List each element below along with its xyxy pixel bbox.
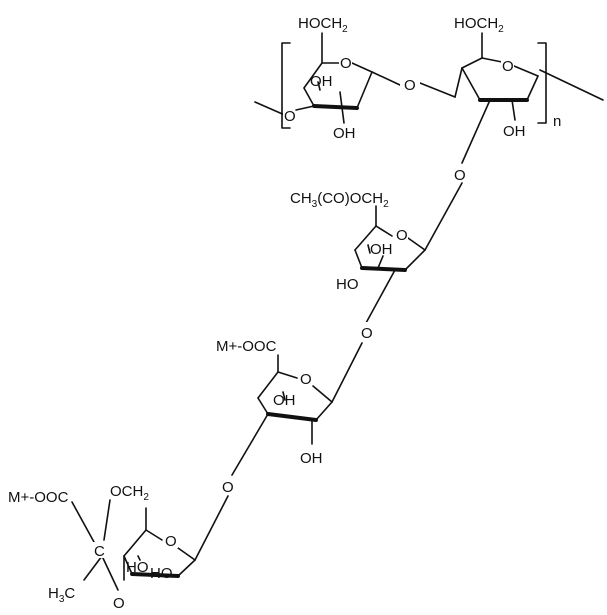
glucose-ring-2 [461,32,539,164]
uronic-acid-ring-4 [231,342,363,476]
label-acetal-carbon: C [94,543,105,560]
terminal-bond-right [539,69,604,101]
label-link-o-4: O [222,479,234,496]
label-oh-ring1-b: OH [333,125,356,142]
right-bracket [537,42,547,124]
link-bond-1a [371,71,401,86]
label-ho-ring5-b: HO [150,565,173,582]
label-och2: OCH2 [110,483,149,503]
label-hoch2-ring2: HOCH2 [454,15,504,35]
label-hoch2-ring1: HOCH2 [298,15,348,35]
label-h3c: H3C [48,585,75,605]
label-link-o-3: O [361,325,373,342]
label-link-o-2: O [454,167,466,184]
label-carboxylate-ring5: M+-OOC [8,489,69,506]
label-repeat-n: n [553,113,561,130]
glucose-ring-1 [295,32,373,124]
label-ring-o-3: O [396,227,408,244]
label-oh-ring4-a: OH [273,392,296,409]
link-bond-1b [419,82,456,98]
label-acetyl-ch2: CH3(CO)OCH2 [290,190,389,210]
terminal-bond-left [254,101,288,117]
label-oh-ring4-b: OH [300,450,323,467]
label-ho-ring5-a: HO [126,559,149,576]
label-oh-ring2: OH [503,123,526,140]
link-bond-1c [454,67,463,98]
label-ring-o-1: O [340,55,352,72]
label-ring-o-4: O [300,371,312,388]
label-oh-ring1-a: OH [310,73,333,90]
label-link-o-1: O [404,77,416,94]
pyruvylated-ring-5 [71,495,229,591]
label-acetal-o: O [113,595,125,612]
label-oh-ring3: OH [370,241,393,258]
label-ho-ring3: HO [336,276,359,293]
label-ring-o-2: O [502,58,514,75]
label-ring-o-5: O [165,533,177,550]
left-bracket [281,42,291,129]
label-carboxylate-ring4: M+-OOC [216,338,277,355]
label-o-ring1-left: O [284,108,296,125]
backbone-repeat-unit [254,32,604,164]
acetylated-ring-3 [354,182,463,324]
